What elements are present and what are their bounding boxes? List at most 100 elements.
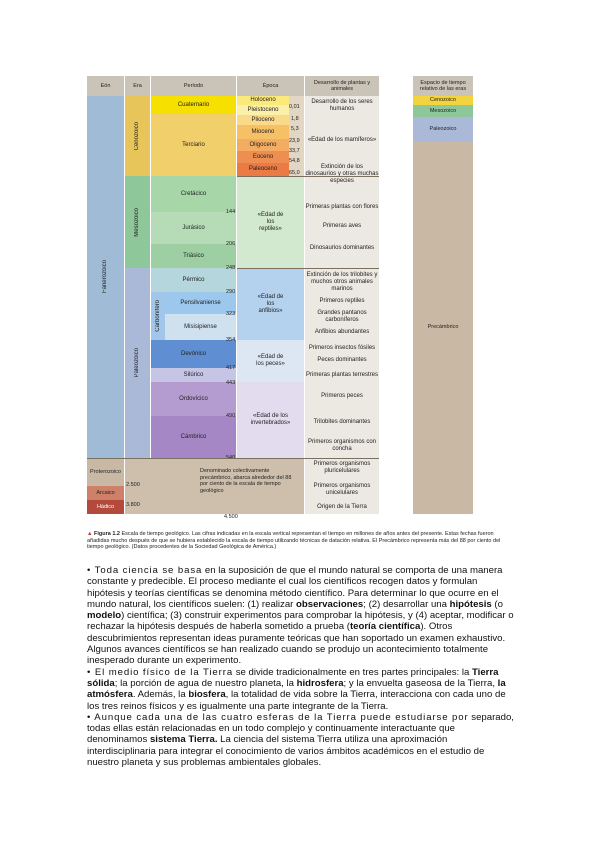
dev-item: Anfibios abundantes: [314, 328, 370, 335]
era-cenozoico: Cenozoico: [125, 96, 150, 176]
epoch-paleoceno: Paleoceno: [237, 163, 289, 176]
development-column: [305, 96, 379, 514]
dev-item: Primeros organismos pluricelulares: [313, 461, 371, 474]
period-cretacico: Cretácico: [151, 176, 236, 212]
p2-text: se divide tradicionalmente en tres parte…: [233, 666, 472, 678]
age-number: 206: [226, 241, 236, 247]
header-era: Era: [125, 76, 150, 96]
relative-mesozoico: Mesozoico: [413, 105, 473, 117]
epoch-number: 23,9: [289, 138, 300, 144]
period-permico: Pérmico: [151, 268, 236, 292]
age-peces: «Edad de los peces»: [237, 340, 304, 382]
era-paleozoico: Paleozoico: [125, 268, 150, 458]
period-devonico: Devónico: [151, 340, 236, 368]
body-text: • Toda ciencia se basa en la suposición …: [87, 565, 517, 768]
age-number: 417: [226, 365, 236, 371]
p2-text: , la totalidad de vida sobre la Tierra, …: [87, 689, 506, 712]
p2-bold: Tierra sólida: [87, 666, 499, 689]
dev-item: Primeras plantas terrestres: [305, 371, 379, 378]
age-number: 2.500: [126, 482, 140, 488]
age-number: 323: [226, 311, 236, 317]
p2-bold: la atmósfera: [87, 677, 506, 701]
p1-bold: modelo: [87, 610, 122, 622]
age-number: 144: [226, 209, 236, 215]
p2-bold: hidrosfera: [296, 677, 344, 689]
period-terciario: Terciario: [151, 114, 236, 176]
dev-item: Primeros insectos fósiles: [308, 344, 376, 351]
p1-text: (o: [491, 598, 503, 610]
period-misisipiense: Misisipiense: [165, 314, 236, 340]
dev-item: Primeros reptiles: [319, 297, 365, 304]
dev-item: Primeras aves: [322, 222, 362, 229]
age-number: 443: [226, 380, 236, 386]
p1-bold: hipótesis: [449, 598, 492, 610]
age-anfibios: «Edad de los anfibios»: [237, 268, 304, 340]
eon-hadico: Hádico: [87, 500, 124, 514]
p3-bold: sistema Tierra.: [149, 734, 218, 746]
p1-text: ). Otros descubrimientos representan ide…: [87, 621, 506, 667]
dev-item: Peces dominantes: [317, 356, 367, 363]
header-period: Período: [151, 76, 236, 96]
precambrian-block: [125, 458, 304, 514]
era-mesozoico: Mesozoico: [125, 176, 150, 268]
epoch-number: 0,01: [289, 104, 300, 110]
epoch-holoceno: Holoceno: [237, 96, 289, 105]
caption-text: Escala de tiempo geológico. Las cifras i…: [87, 531, 501, 551]
p1-text: en la suposición de que el mundo natural…: [87, 565, 503, 610]
period-carbonifero: Carbonífero: [151, 292, 165, 340]
p3-text: separado, todas ellas están relacionadas…: [87, 711, 514, 746]
header-epoch: Época: [237, 76, 304, 96]
p1-bold: observaciones: [296, 598, 364, 610]
relative-paleozoico: Paleozoico: [413, 117, 473, 141]
era-cenozoico-label: Cenozoico: [134, 121, 140, 151]
age-invertebrados: «Edad de los invertebrados»: [237, 382, 304, 458]
precambrian-note: Denominado colectivamente precámbrico, a…: [200, 468, 292, 494]
divider: [237, 176, 379, 177]
dev-item: Primeras plantas con flores: [305, 203, 379, 210]
epoch-number: 65,0: [289, 170, 300, 176]
age-number: 354: [226, 337, 236, 343]
epoch-eoceno: Eoceno: [237, 151, 289, 163]
divider: [237, 268, 379, 269]
eon-fanerozoico-label: Fanerozoico: [102, 260, 108, 294]
caption-label: Figura 1.2: [93, 531, 120, 537]
dev-item: Dinosaurios dominantes: [309, 244, 375, 251]
p1-bold: teoría científica: [349, 621, 421, 633]
era-mesozoico-label: Mesozoico: [134, 207, 140, 237]
paragraph-3: • Aunque cada una de las cuatro esferas …: [87, 712, 517, 768]
age-reptiles: «Edad de los reptiles»: [237, 176, 304, 268]
p2-text: . Además, la: [132, 689, 189, 701]
age-number: 4.500: [224, 514, 238, 520]
period-ordovicico: Ordovícico: [151, 382, 236, 416]
paragraph-2: • El medio físico de la Tierra se divide…: [87, 667, 517, 712]
eon-proterozoico: Proterozoico: [87, 458, 124, 486]
age-anfibios-label: «Edad de los anfibios»: [257, 293, 284, 314]
dev-item: Desarrollo de los seres humanos: [311, 99, 373, 112]
relative-cenozoico: Cenozoico: [413, 96, 473, 105]
epoch-number: 5,3: [291, 126, 299, 132]
p1-lead: • Toda ciencia se basa: [87, 565, 203, 576]
dev-item: Primeros peces: [321, 392, 363, 399]
p2-text: ; y la envuelta gaseosa de la Tierra,: [343, 677, 498, 689]
p2-bold: biosfera: [188, 689, 226, 701]
dev-item: Primeros organismos con concha: [307, 439, 377, 452]
age-number: 490: [226, 413, 236, 419]
epoch-pleistoceno: Pleistoceno: [237, 105, 289, 115]
period-triasico: Triásico: [151, 244, 236, 268]
p2-lead: • El medio físico de la Tierra: [87, 666, 234, 678]
dev-item: Origen de la Tierra: [317, 503, 367, 510]
age-number: 248: [226, 265, 236, 271]
dev-item: Trilobites dominantes: [313, 418, 371, 425]
p3-lead: • Aunque cada una de las cuatro esferas …: [87, 711, 469, 723]
period-cuaternario: Cuaternario: [151, 96, 236, 114]
era-paleozoico-label: Paleozoico: [134, 348, 140, 378]
divider: [87, 458, 379, 459]
age-invertebrados-label: «Edad de los invertebrados»: [250, 413, 291, 426]
eon-fanerozoico: Fanerozoico: [87, 96, 124, 458]
age-number: 3.800: [126, 502, 140, 508]
epoch-plioceno: Plioceno: [237, 115, 289, 125]
period-cambrico: Cámbrico: [151, 416, 236, 458]
period-pensilvaniense: Pensilvaniense: [165, 292, 236, 314]
p1-text: ; (2) desarrollar una: [363, 598, 450, 610]
p1-text: ) científica; (3) construir experimentos…: [87, 610, 514, 633]
